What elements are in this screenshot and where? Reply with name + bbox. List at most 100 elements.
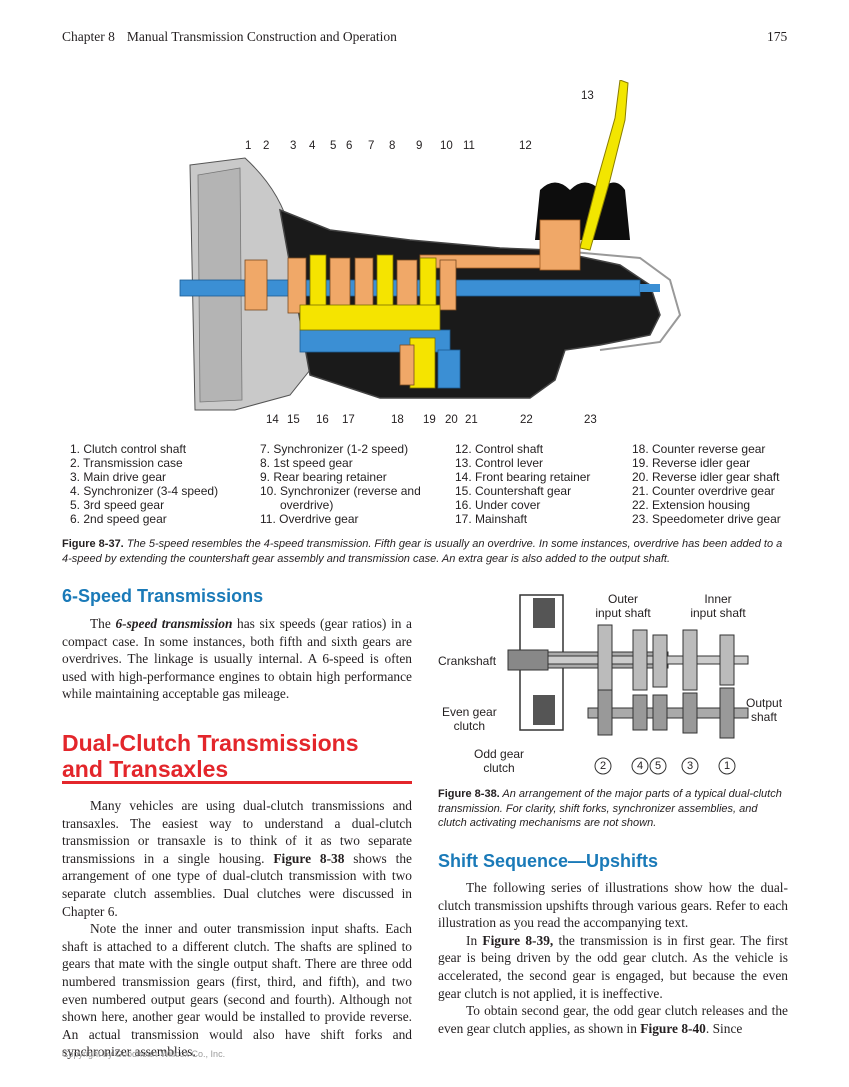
callout-22: 22 bbox=[520, 414, 533, 426]
legend-item: 19. Reverse idler gear bbox=[632, 456, 751, 471]
legend-item: 3. Main drive gear bbox=[70, 470, 167, 485]
text-run: Many vehicles are using dual-clutch tran… bbox=[62, 798, 412, 866]
transmission-cutaway-drawing bbox=[179, 79, 682, 411]
text-run: the transmission is in first gear. The f… bbox=[438, 932, 788, 1001]
label-outer-input-shaft: Outer input shaft bbox=[593, 592, 653, 620]
label-inner-input-shaft: Inner input shaft bbox=[688, 592, 748, 620]
callout-16: 16 bbox=[316, 414, 329, 426]
callout-3: 3 bbox=[290, 140, 297, 152]
callout-12: 12 bbox=[519, 140, 532, 152]
gear-number-5: 5 bbox=[654, 760, 662, 772]
legend-item: 5. 3rd speed gear bbox=[70, 498, 165, 513]
text-run: The bbox=[90, 616, 116, 631]
legend-item: 11. Overdrive gear bbox=[260, 512, 359, 527]
legend-item: 10. Synchronizer (reverse and bbox=[260, 484, 421, 499]
callout-5: 5 bbox=[330, 140, 337, 152]
figure-8-38-illustration: Outer input shaft Inner input shaft Cran… bbox=[438, 590, 788, 780]
chapter-title: Manual Transmission Construction and Ope… bbox=[126, 29, 397, 44]
chapter-label: Chapter 8 bbox=[62, 29, 115, 44]
legend-item: 15. Countershaft gear bbox=[455, 484, 572, 499]
callout-23: 23 bbox=[584, 414, 597, 426]
paragraph: The following series of illustrations sh… bbox=[438, 880, 788, 931]
legend-item: overdrive) bbox=[280, 498, 334, 513]
label-line: shaft bbox=[751, 710, 778, 724]
label-odd-gear-clutch: Odd gear clutch bbox=[474, 747, 524, 775]
callout-7: 7 bbox=[368, 140, 375, 152]
label-line: Even gear bbox=[442, 705, 497, 719]
paragraph-dual-clutch: Many vehicles are using dual-clutch tran… bbox=[62, 797, 412, 1061]
text-run: In bbox=[466, 932, 483, 948]
legend-item: 21. Counter overdrive gear bbox=[632, 484, 775, 499]
figure-reference: Figure 8-38 bbox=[273, 850, 345, 866]
caption-label: Figure 8-37. bbox=[62, 538, 124, 550]
callout-2: 2 bbox=[263, 140, 270, 152]
text-run: To obtain second gear, the odd gear clut… bbox=[438, 1003, 788, 1036]
legend-item: 14. Front bearing retainer bbox=[455, 470, 591, 485]
callout-21: 21 bbox=[465, 414, 478, 426]
callout-15: 15 bbox=[287, 414, 300, 426]
callout-6: 6 bbox=[346, 140, 353, 152]
caption-label: Figure 8-38. bbox=[438, 788, 500, 800]
legend-column-3: 12. Control shaft 13. Control lever 14. … bbox=[455, 442, 590, 527]
running-head: Chapter 8 Manual Transmission Constructio… bbox=[62, 29, 397, 45]
figure-8-38-caption: Figure 8-38. An arrangement of the major… bbox=[438, 787, 788, 831]
legend-item: 8. 1st speed gear bbox=[260, 456, 353, 471]
label-line: Odd gear bbox=[474, 747, 525, 761]
figure-8-37-illustration: 1 2 3 4 5 6 7 8 9 10 11 12 13 14 15 16 1… bbox=[170, 79, 780, 435]
heading-rule bbox=[62, 781, 412, 784]
callout-17: 17 bbox=[342, 414, 355, 426]
paragraph-upshifts: The following series of illustrations sh… bbox=[438, 879, 788, 1037]
legend-item: 16. Under cover bbox=[455, 498, 541, 513]
copyright-notice: Copyright by Goodheart-Willcox Co., Inc. bbox=[62, 1049, 226, 1059]
legend-item: 4. Synchronizer (3-4 speed) bbox=[70, 484, 219, 499]
gear-number-2: 2 bbox=[599, 760, 607, 772]
legend-column-4: 18. Counter reverse gear 19. Reverse idl… bbox=[632, 442, 781, 527]
label-line: Output bbox=[746, 696, 783, 710]
text-run: shows the arrangement of one type of dua… bbox=[62, 850, 412, 919]
term-6-speed-transmission: 6-speed transmission bbox=[115, 616, 233, 631]
label-line: input shaft bbox=[595, 606, 651, 620]
label-line: Inner bbox=[704, 592, 732, 606]
label-line: clutch bbox=[483, 761, 515, 775]
gear-number-4: 4 bbox=[636, 760, 644, 772]
paragraph: Note the inner and outer transmission in… bbox=[62, 921, 412, 1060]
gear-number-3: 3 bbox=[686, 760, 694, 772]
callout-20: 20 bbox=[445, 414, 458, 426]
figure-8-37-caption: Figure 8-37. The 5-speed resembles the 4… bbox=[62, 537, 790, 566]
callout-11: 11 bbox=[463, 140, 475, 152]
legend-column-2: 7. Synchronizer (1-2 speed) 8. 1st speed… bbox=[260, 442, 421, 527]
text-run: . Since bbox=[705, 1020, 743, 1036]
dual-clutch-drawing bbox=[507, 594, 749, 775]
label-line: input shaft bbox=[690, 606, 746, 620]
label-line: Outer bbox=[607, 592, 638, 606]
caption-text: The 5-speed resembles the 4-speed transm… bbox=[62, 538, 783, 565]
section-heading-upshifts: Shift Sequence—Upshifts bbox=[438, 851, 659, 871]
callout-14: 14 bbox=[266, 414, 279, 426]
legend-item: 17. Mainshaft bbox=[455, 512, 528, 527]
callout-19: 19 bbox=[423, 414, 436, 426]
text-run: has six speeds (gear ratios) in a compac… bbox=[62, 616, 412, 702]
callout-1: 1 bbox=[245, 140, 252, 152]
page-number: 175 bbox=[767, 29, 788, 44]
legend-item: 12. Control shaft bbox=[455, 442, 544, 456]
legend-item: 6. 2nd speed gear bbox=[70, 512, 167, 527]
heading-line: Dual-Clutch Transmissions bbox=[62, 730, 359, 756]
section-heading-6-speed: 6-Speed Transmissions bbox=[62, 586, 264, 606]
callout-18: 18 bbox=[391, 414, 404, 426]
paragraph-6-speed: The 6-speed transmission has six speeds … bbox=[62, 615, 412, 703]
caption-text: An arrangement of the major parts of a t… bbox=[438, 788, 782, 829]
label-crankshaft: Crankshaft bbox=[438, 654, 497, 668]
heading-line: and Transaxles bbox=[62, 756, 229, 782]
figure-reference: Figure 8-40 bbox=[640, 1020, 706, 1036]
legend-item: 18. Counter reverse gear bbox=[632, 442, 766, 456]
figure-reference: Figure 8-39, bbox=[482, 932, 554, 948]
legend-item: 9. Rear bearing retainer bbox=[260, 470, 387, 485]
legend-item: 22. Extension housing bbox=[632, 498, 751, 513]
gear-number-1: 1 bbox=[723, 760, 731, 772]
legend-item: 2. Transmission case bbox=[70, 456, 183, 471]
label-even-gear-clutch: Even gear clutch bbox=[442, 705, 497, 733]
label-line: clutch bbox=[453, 719, 486, 733]
legend-item: 23. Speedometer drive gear bbox=[632, 512, 781, 527]
label-output-shaft: Output shaft bbox=[746, 696, 782, 724]
legend-item: 7. Synchronizer (1-2 speed) bbox=[260, 442, 409, 456]
